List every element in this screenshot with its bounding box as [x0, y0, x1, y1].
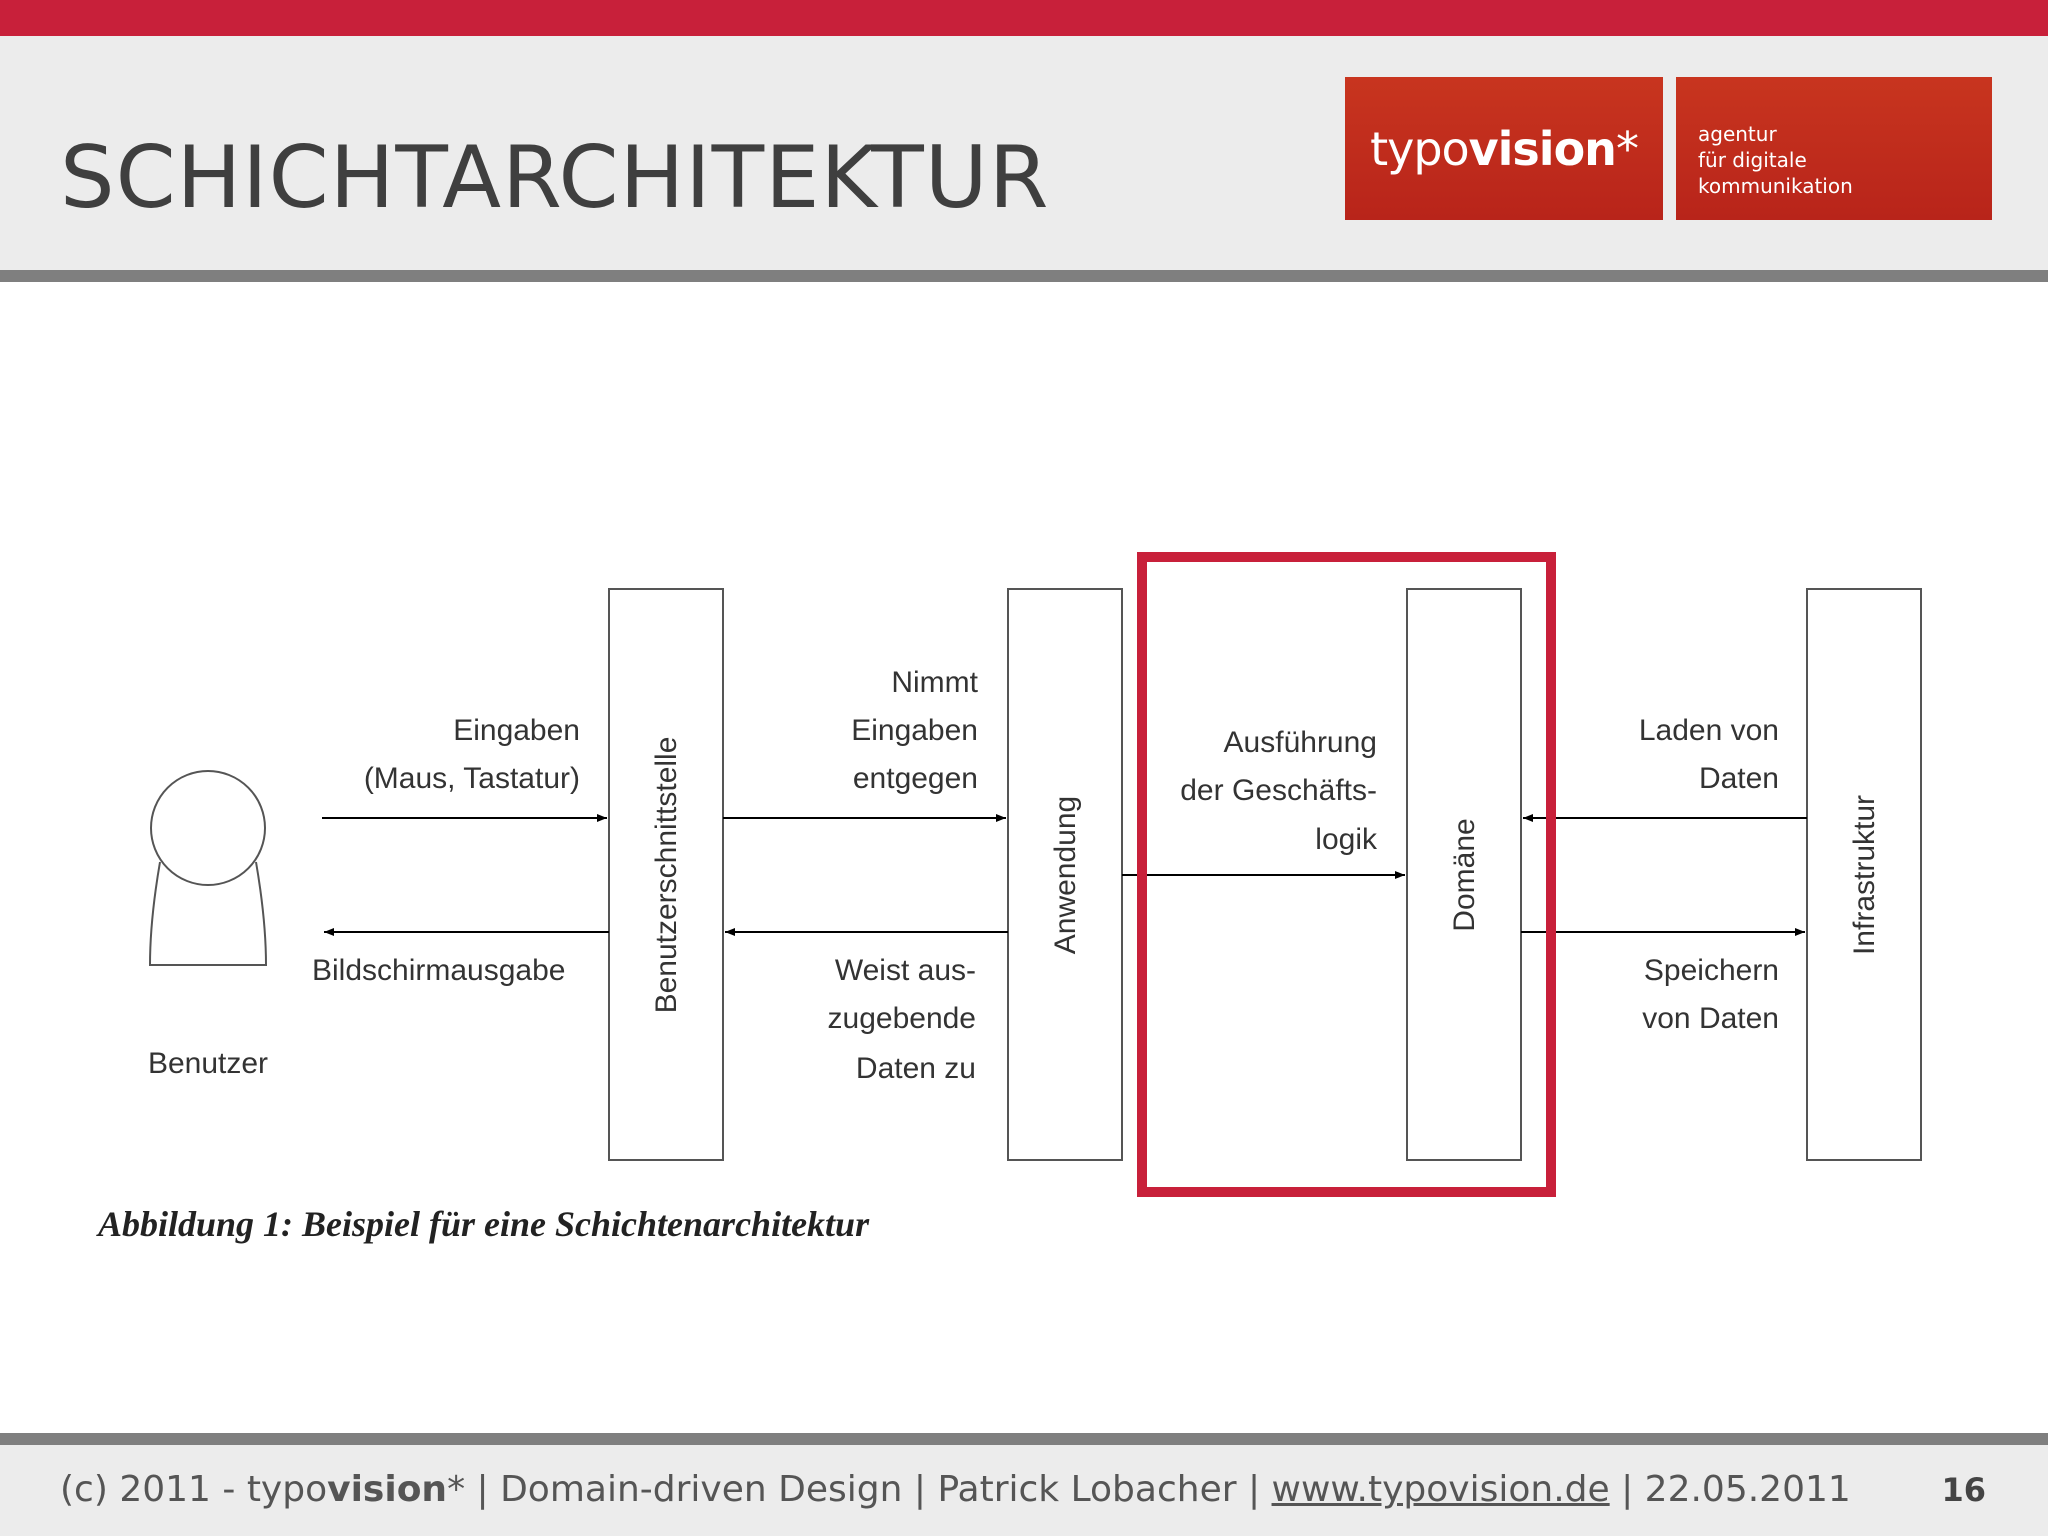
page-number: 16	[1941, 1471, 1986, 1509]
save-label-line: Speichern	[1644, 954, 1779, 987]
header-divider	[0, 270, 2048, 282]
footer-divider	[0, 1433, 2048, 1445]
layer-box-infrastructure	[1806, 588, 1922, 1161]
domain-highlight-frame	[1137, 552, 1556, 1197]
actor-label: Benutzer	[148, 1047, 268, 1080]
exec-label-line: der Geschäfts-	[1180, 774, 1377, 807]
layer-box-application	[1007, 588, 1123, 1161]
load-label-line: Laden von	[1639, 714, 1779, 747]
footer-mid: * | Domain-driven Design | Patrick Lobac…	[447, 1469, 1272, 1510]
layer-box-domain	[1406, 588, 1522, 1161]
logo-tagline-line: kommunikation	[1698, 174, 1853, 198]
load-label-line: Daten	[1699, 762, 1779, 795]
user-actor-icon	[148, 770, 268, 966]
top-accent-bar	[0, 0, 2048, 36]
footer-prefix: (c) 2011 - typo	[60, 1469, 328, 1510]
logo-wordmark: typovision*	[1370, 121, 1639, 176]
footer-website-link[interactable]: www.typovision.de	[1271, 1469, 1610, 1510]
layer-label-application: Anwendung	[1049, 796, 1082, 954]
logo-name-light: typo	[1370, 121, 1470, 176]
accept-label-line: entgegen	[853, 762, 978, 795]
footer-brand-bold: vision	[327, 1469, 448, 1510]
logo-asterisk: *	[1615, 121, 1639, 176]
assign-label-line: Daten zu	[856, 1052, 976, 1085]
exec-label-line: Ausführung	[1224, 726, 1377, 759]
slide-title: SCHICHTARCHITEKTUR	[60, 128, 1050, 228]
exec-label-line: logik	[1315, 823, 1378, 856]
accept-label-line: Eingaben	[851, 714, 978, 747]
input-label-line: (Maus, Tastatur)	[364, 762, 580, 795]
figure-caption: Abbildung 1: Beispiel für eine Schichten…	[96, 1204, 870, 1244]
assign-label-line: zugebende	[828, 1002, 976, 1035]
layer-label-infrastructure: Infrastruktur	[1848, 795, 1881, 955]
layer-label-ui: Benutzerschnittstelle	[650, 737, 683, 1014]
layer-label-domain: Domäne	[1448, 818, 1481, 931]
accept-label-line: Nimmt	[891, 666, 978, 699]
typovision-logo: typovision*	[1345, 77, 1663, 220]
output-label: Bildschirmausgabe	[312, 954, 565, 987]
assign-label-line: Weist aus-	[835, 954, 976, 987]
layer-box-ui	[608, 588, 724, 1161]
footer-date: | 22.05.2011	[1609, 1469, 1851, 1510]
save-label-line: von Daten	[1642, 1002, 1779, 1035]
footer-band	[0, 1445, 2048, 1536]
logo-tagline-line: für digitale	[1698, 148, 1807, 172]
footer-credits: (c) 2011 - typovision* | Domain-driven D…	[60, 1467, 1851, 1513]
input-label-line: Eingaben	[453, 714, 580, 747]
logo-tagline-box: agentur für digitale kommunikation	[1676, 77, 1992, 220]
logo-name-bold: vision	[1468, 121, 1617, 176]
logo-tagline-line: agentur	[1698, 122, 1777, 146]
